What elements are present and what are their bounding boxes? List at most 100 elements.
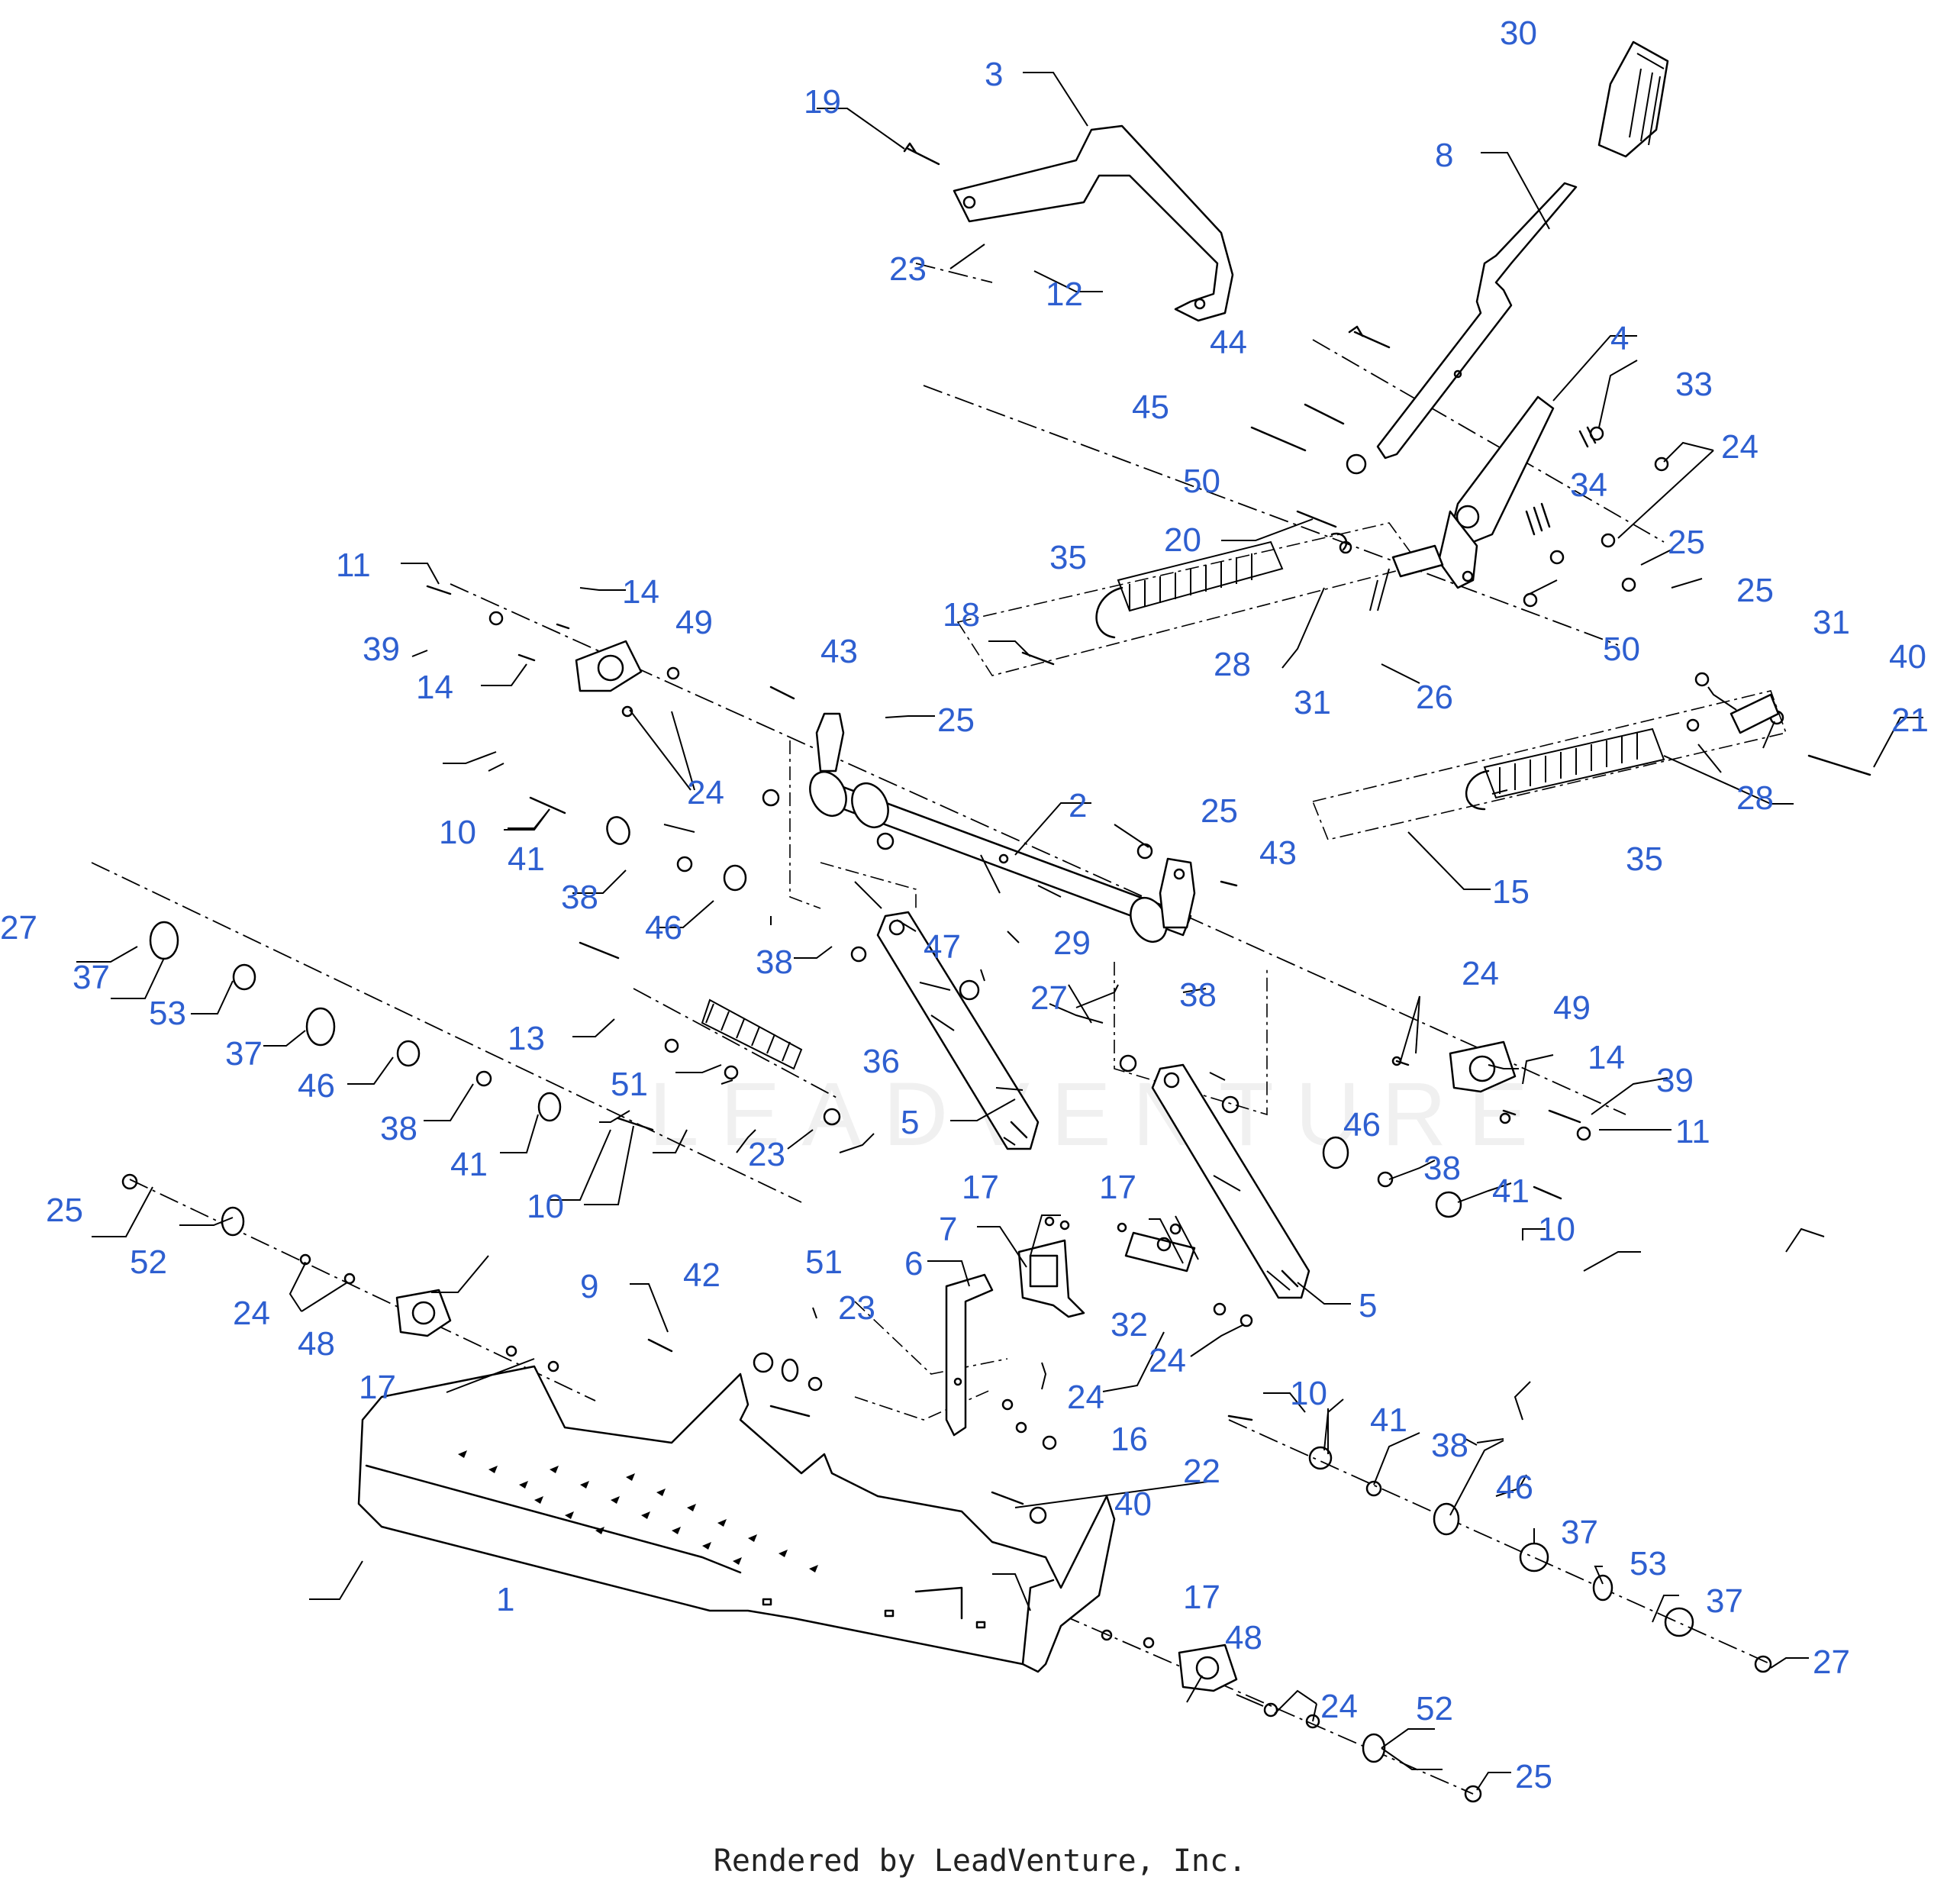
footer-credit: Rendered by LeadVenture, Inc.: [713, 1843, 1247, 1879]
callout-25: 25: [1201, 792, 1238, 830]
callout-45: 45: [1132, 389, 1169, 426]
callout-39: 39: [363, 631, 400, 668]
callout-49: 49: [1553, 989, 1591, 1027]
callout-41: 41: [1492, 1173, 1530, 1210]
callout-1: 1: [496, 1581, 514, 1618]
callout-2: 2: [1069, 787, 1087, 824]
callout-24: 24: [1320, 1688, 1358, 1725]
callout-27: 27: [0, 909, 37, 947]
callout-25: 25: [1515, 1758, 1552, 1795]
callout-32: 32: [1111, 1306, 1148, 1343]
callout-53: 53: [149, 995, 186, 1032]
callout-36: 36: [862, 1043, 900, 1080]
callout-13: 13: [508, 1020, 545, 1057]
callout-10: 10: [527, 1188, 564, 1225]
part-32-plate: [1124, 1231, 1196, 1273]
part-35-spring-lower: [1465, 727, 1665, 811]
callout-49: 49: [675, 604, 713, 641]
callout-28: 28: [1214, 646, 1251, 683]
callout-37: 37: [1561, 1514, 1598, 1551]
callout-31: 31: [1294, 684, 1331, 721]
callout-29: 29: [1053, 924, 1091, 962]
callout-38: 38: [1423, 1150, 1461, 1187]
callout-37: 37: [73, 959, 110, 996]
callout-48: 48: [298, 1325, 335, 1363]
part-30-pedal-pad: [1597, 40, 1669, 158]
callout-24: 24: [1067, 1379, 1104, 1416]
callout-labels: 1 2 3 4 5 5 6 7 8 9 10 10 10 10 11 11 12…: [0, 15, 1929, 1795]
callout-50: 50: [1183, 463, 1220, 500]
callout-41: 41: [1370, 1402, 1407, 1439]
part-48-flange-right: [1178, 1643, 1238, 1692]
callout-26: 26: [1416, 679, 1453, 716]
callout-22: 22: [1183, 1453, 1220, 1490]
part-8-pedal-arm: [1376, 182, 1578, 460]
callout-8: 8: [1435, 137, 1453, 174]
callout-38: 38: [1179, 976, 1217, 1014]
callout-24: 24: [1149, 1342, 1186, 1379]
part-2-cross-shaft: [809, 712, 1196, 943]
callout-38: 38: [380, 1110, 417, 1147]
callout-35: 35: [1049, 539, 1087, 576]
callout-12: 12: [1046, 276, 1083, 313]
callout-24: 24: [1462, 955, 1499, 992]
callout-25: 25: [1668, 524, 1705, 561]
callout-37: 37: [225, 1035, 263, 1073]
callout-52: 52: [130, 1243, 167, 1281]
part-4-link-plate: [1437, 395, 1555, 589]
callout-11: 11: [336, 547, 371, 584]
part-6-bracket: [945, 1273, 994, 1437]
leader-lines: [76, 72, 1923, 1791]
callout-16: 16: [1111, 1421, 1148, 1458]
callout-47: 47: [924, 928, 961, 966]
callout-14: 14: [416, 669, 453, 706]
callout-35: 35: [1626, 840, 1663, 878]
callout-40: 40: [1114, 1485, 1152, 1523]
callout-21: 21: [1891, 702, 1929, 739]
callout-44: 44: [1210, 324, 1247, 361]
part-48-flange-left: [395, 1289, 452, 1337]
callout-19: 19: [804, 83, 841, 121]
callout-11: 11: [1675, 1113, 1710, 1150]
callout-27: 27: [1030, 979, 1068, 1017]
callout-33: 33: [1675, 366, 1713, 403]
callout-15: 15: [1492, 873, 1530, 911]
callout-9: 9: [580, 1268, 598, 1305]
callout-38: 38: [756, 944, 793, 981]
callout-43: 43: [820, 633, 858, 670]
callout-39: 39: [1656, 1062, 1694, 1099]
callout-28: 28: [1736, 779, 1774, 817]
callout-46: 46: [1343, 1106, 1381, 1143]
callout-14: 14: [622, 573, 659, 611]
callout-48: 48: [1225, 1619, 1262, 1656]
callout-51: 51: [805, 1243, 843, 1281]
callout-10: 10: [439, 814, 476, 851]
tread-pattern: [458, 1450, 818, 1572]
callout-38: 38: [1431, 1427, 1468, 1464]
callout-31: 31: [1813, 604, 1850, 641]
callout-20: 20: [1164, 521, 1201, 559]
callout-17: 17: [359, 1369, 396, 1406]
part-35-spring-upper: [1095, 540, 1284, 639]
callout-23: 23: [838, 1289, 875, 1327]
part-5-link-right: [1151, 1063, 1310, 1299]
callout-46: 46: [1496, 1469, 1533, 1506]
callout-6: 6: [904, 1245, 923, 1282]
callout-25: 25: [937, 702, 975, 739]
callout-23: 23: [889, 250, 927, 288]
callout-34: 34: [1570, 466, 1607, 504]
callout-24: 24: [1721, 428, 1759, 466]
callout-41: 41: [508, 840, 545, 878]
callout-24: 24: [233, 1295, 270, 1332]
callout-53: 53: [1630, 1545, 1667, 1582]
callout-41: 41: [450, 1146, 488, 1183]
part-36-spring: [701, 998, 803, 1070]
part-7-bracket: [1017, 1239, 1085, 1318]
callout-38: 38: [561, 879, 598, 916]
callout-50: 50: [1603, 631, 1640, 668]
part-1-foot-deck: [357, 1365, 1116, 1673]
callout-3: 3: [985, 56, 1003, 93]
callout-5: 5: [1359, 1287, 1377, 1324]
callout-52: 52: [1416, 1690, 1453, 1727]
